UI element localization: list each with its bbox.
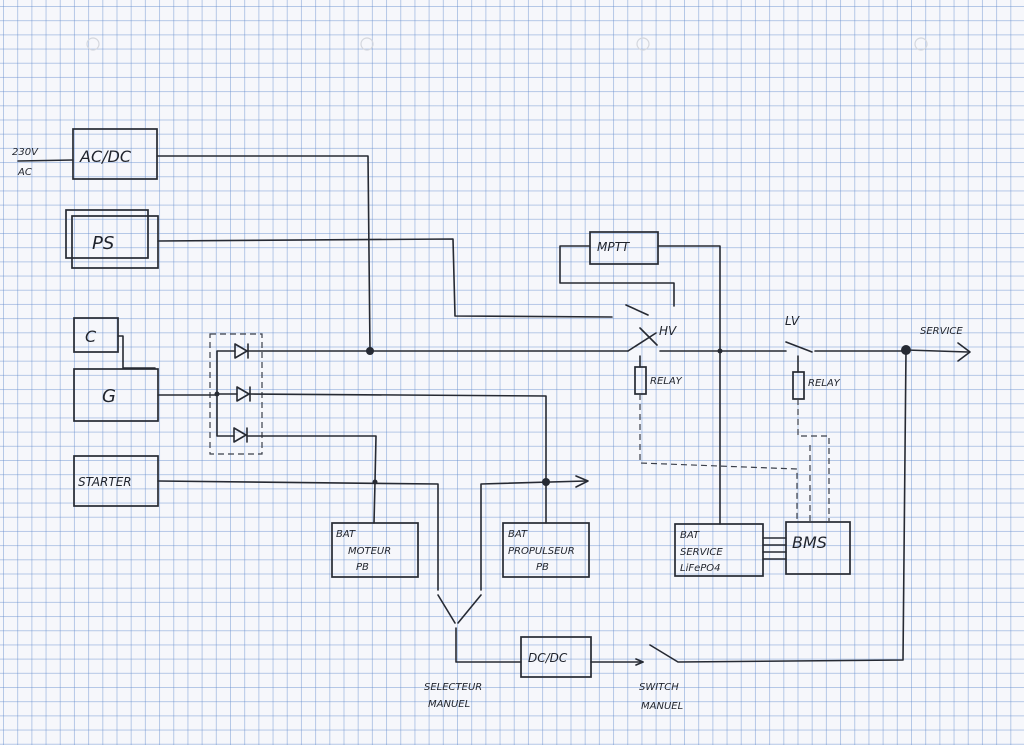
binder-hole xyxy=(86,37,100,51)
binder-hole xyxy=(636,37,650,51)
dc-dc-label: DC/DC xyxy=(528,651,568,665)
c-label: C xyxy=(85,327,97,346)
ps-unit: PS xyxy=(65,209,159,269)
bat-prop-l1: BAT xyxy=(508,529,528,540)
bms-unit: BMS xyxy=(762,521,851,575)
relay-lv-coil xyxy=(792,371,805,400)
relay-lv: RELAY xyxy=(792,355,841,400)
ps-shadow-box xyxy=(65,209,149,259)
selecteur-label-l1: SELECTEUR xyxy=(424,682,482,693)
wire-prop-branch xyxy=(480,480,587,591)
bms-to-relay-hv xyxy=(639,394,798,522)
selector-switch xyxy=(437,594,522,663)
service-arrow-icon xyxy=(957,342,971,362)
hv-label: HV xyxy=(659,324,677,338)
bat-service-l2: SERVICE xyxy=(680,547,723,558)
relay-hv-coil xyxy=(634,366,647,395)
mptt-box xyxy=(589,231,659,265)
bat-propulseur: BAT PROPULSEUR PB xyxy=(502,522,590,578)
bat-service: BAT SERVICE LiFePO4 xyxy=(674,523,764,577)
input-230v-label: 230V xyxy=(12,147,39,158)
mptt-unit: MPTT xyxy=(589,231,659,265)
bat-prop-l2: PROPULSEUR xyxy=(508,546,575,557)
lv-label: LV xyxy=(785,314,800,328)
ac-dc-charger: AC/DC xyxy=(72,128,158,180)
bms-to-relay-lv xyxy=(797,399,830,522)
hv-switch xyxy=(627,332,719,352)
bat-moteur-l1: BAT xyxy=(336,529,356,540)
diode-icon xyxy=(234,343,249,359)
wire-ps-to-hv xyxy=(157,238,613,318)
ps-label: PS xyxy=(92,233,114,254)
starter-unit: STARTER xyxy=(73,455,159,507)
bat-service-l1: BAT xyxy=(680,530,700,541)
c-unit: C xyxy=(73,317,119,353)
selecteur-label-l2: MANUEL xyxy=(428,699,470,710)
junction-dot xyxy=(214,391,220,397)
binder-hole xyxy=(914,37,928,51)
diode-icon xyxy=(236,386,251,402)
diode-icon xyxy=(233,427,248,443)
wire-mptt-in xyxy=(559,245,675,307)
junction-dot xyxy=(542,478,550,486)
junction-dot xyxy=(901,345,911,355)
c-box xyxy=(73,317,119,353)
g-generator: G xyxy=(73,368,159,422)
bms-balance-leads xyxy=(762,537,787,560)
arrow-into-switch xyxy=(635,658,644,666)
wire-mptt-out xyxy=(657,245,721,352)
wire-starter xyxy=(157,480,439,591)
bat-service-l3: LiFePO4 xyxy=(680,563,721,574)
wires xyxy=(117,155,971,666)
binder-holes xyxy=(86,37,928,51)
input-230v: 230V AC xyxy=(12,147,74,178)
wire-c-to-g xyxy=(117,335,156,369)
junctions xyxy=(214,345,911,486)
bms-box xyxy=(785,521,851,575)
wire-dcdc-switch xyxy=(590,349,907,663)
input-ac-label: AC xyxy=(17,167,32,178)
bms-label: BMS xyxy=(792,533,827,552)
dc-dc-converter: DC/DC xyxy=(520,636,592,678)
bat-moteur-l2: MOTEUR xyxy=(348,546,391,557)
ps-box xyxy=(71,215,159,269)
g-label: G xyxy=(102,386,116,407)
wire-bridge-inputs xyxy=(216,350,238,437)
hv-switch-contacts xyxy=(625,304,658,346)
arrow-prop-output xyxy=(575,475,589,488)
relay-hv-label: RELAY xyxy=(650,376,683,387)
service-label: SERVICE xyxy=(920,326,963,337)
binder-hole xyxy=(360,37,374,51)
bat-moteur-l3: PB xyxy=(356,562,369,573)
relay-hv: RELAY xyxy=(634,355,683,395)
starter-label: STARTER xyxy=(78,475,132,489)
bat-service-box xyxy=(674,523,764,577)
switch-label-l2: MANUEL xyxy=(641,701,683,712)
bat-moteur: BAT MOTEUR PB xyxy=(331,522,419,578)
wire-acdc-to-bus xyxy=(156,155,371,352)
ac-dc-box xyxy=(72,128,158,180)
bat-prop-l3: PB xyxy=(536,562,549,573)
input-wire xyxy=(17,159,74,162)
dc-dc-box xyxy=(520,636,592,678)
junction-dot xyxy=(717,348,723,354)
junction-dot xyxy=(372,479,378,485)
bms-control-lines xyxy=(639,394,830,522)
switch-label-l1: SWITCH xyxy=(639,682,679,693)
wire-diode2-to-prop xyxy=(249,393,547,524)
ac-dc-label: AC/DC xyxy=(79,147,132,166)
relay-lv-label: RELAY xyxy=(808,378,841,389)
junction-dot xyxy=(366,347,374,355)
lv-switch xyxy=(785,341,904,353)
bat-moteur-box xyxy=(331,522,419,578)
mptt-label: MPTT xyxy=(597,240,631,254)
wire-diode3-to-moteur xyxy=(246,435,377,524)
wire-service-out xyxy=(905,349,969,353)
g-box xyxy=(73,368,159,422)
